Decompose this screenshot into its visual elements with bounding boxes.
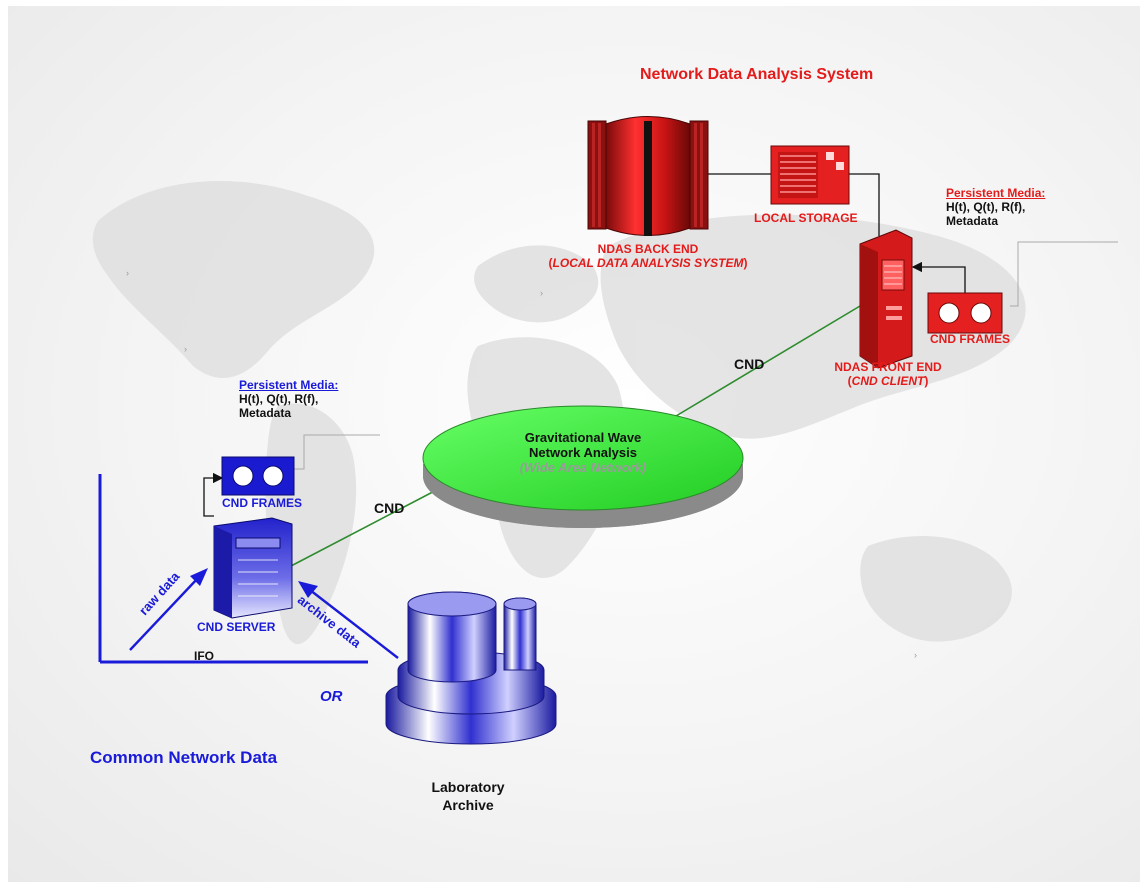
diagram-canvas: › › › ›	[8, 6, 1140, 882]
laboratory-archive-label: Laboratory Archive	[403, 778, 533, 814]
archive-data-arrow	[298, 581, 399, 659]
persistent-media-left-line1: H(t), Q(t), R(f),	[239, 392, 319, 406]
cnd-frames-left-icon	[221, 456, 295, 496]
page-title: Network Data Analysis System	[640, 66, 874, 83]
wan-label-line3: (Wide Area Network)	[519, 460, 647, 475]
persistent-media-left-line2: Metadata	[239, 406, 292, 420]
cnd-lower-label: CND	[374, 500, 405, 516]
wan-label: Gravitational Wave Network Analysis (Wid…	[483, 430, 683, 475]
persistent-media-right: Persistent Media: H(t), Q(t), R(f), Meta…	[946, 186, 1045, 228]
ndas-front-end-subtitle: CND CLIENT	[851, 374, 925, 388]
common-network-data-label: Common Network Data	[90, 748, 278, 767]
raw-data-arrow	[129, 568, 208, 651]
ifo-axes	[98, 474, 368, 664]
cnd-frames-right-icon	[927, 292, 1003, 334]
ndas-back-end-icon	[587, 116, 709, 236]
svg-text:›: ›	[126, 268, 129, 278]
connector-lines	[203, 173, 1118, 567]
wan-label-line1: Gravitational Wave	[524, 430, 642, 445]
svg-text:›: ›	[914, 650, 917, 660]
persistent-media-right-title: Persistent Media:	[946, 186, 1046, 200]
local-storage-icon	[770, 145, 850, 205]
diagram-graphics: › › › ›	[92, 116, 1118, 745]
persistent-media-right-line1: H(t), Q(t), R(f),	[946, 200, 1026, 214]
svg-text:›: ›	[540, 288, 543, 298]
cnd-server-icon	[213, 517, 293, 619]
local-storage-label: LOCAL STORAGE	[754, 211, 858, 225]
ndas-front-end-icon	[859, 229, 913, 369]
ndas-back-end-label: NDAS BACK END (LOCAL DATA ANALYSIS SYSTE…	[548, 242, 748, 270]
ndas-front-end-label: NDAS FRONT END (CND CLIENT)	[834, 360, 942, 388]
or-label: OR	[320, 688, 343, 705]
cnd-frames-right-label: CND FRAMES	[930, 332, 1010, 346]
archive-label-line1: Laboratory	[431, 779, 505, 795]
archive-label-line2: Archive	[442, 797, 494, 813]
wan-ellipse	[422, 405, 744, 528]
persistent-media-left-title: Persistent Media:	[239, 378, 339, 392]
cnd-server-label: CND SERVER	[197, 620, 276, 634]
laboratory-archive-icon	[385, 591, 557, 745]
cnd-upper-label: CND	[734, 356, 765, 372]
ifo-label: IFO	[194, 649, 214, 663]
map-markers: › › › ›	[126, 268, 917, 660]
persistent-media-right-line2: Metadata	[946, 214, 999, 228]
persistent-media-left: Persistent Media: H(t), Q(t), R(f), Meta…	[239, 378, 338, 420]
cnd-frames-left-label: CND FRAMES	[222, 496, 302, 510]
wan-label-line2: Network Analysis	[529, 445, 637, 460]
ndas-back-end-subtitle: LOCAL DATA ANALYSIS SYSTEM	[552, 256, 744, 270]
svg-text:›: ›	[184, 344, 187, 354]
